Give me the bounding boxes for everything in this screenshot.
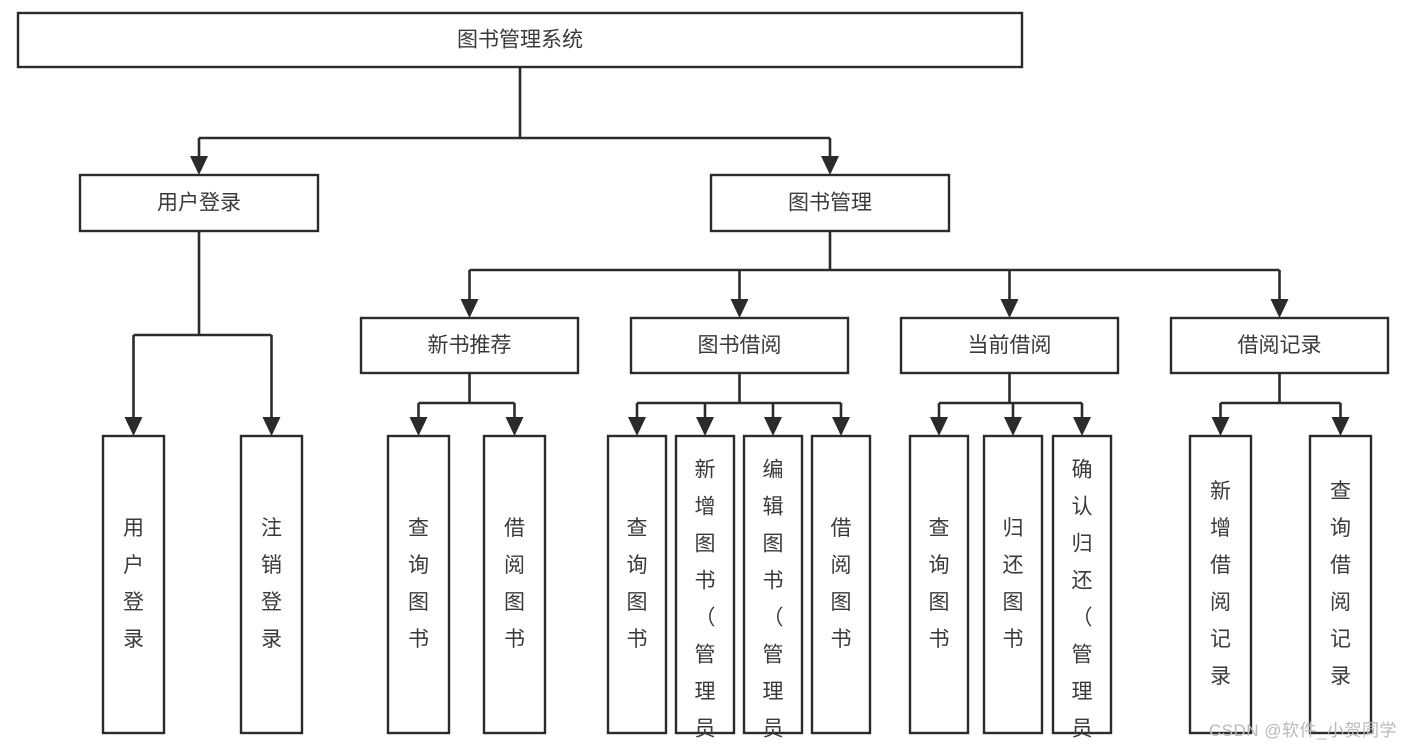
node-box-leaf-borrow-book-1[interactable] bbox=[482, 434, 547, 735]
node-label-borrow-record: 借阅记录 bbox=[1238, 334, 1322, 357]
node-leaf-user-login[interactable]: 用户登录 bbox=[101, 434, 166, 735]
node-label-leaf-borrow-book-1: 借阅图书 bbox=[504, 517, 525, 651]
node-box-new-book-rec[interactable] bbox=[359, 316, 580, 375]
node-book-borrow[interactable]: 图书借阅 bbox=[629, 316, 850, 375]
node-leaf-query-book-3[interactable]: 查询图书 bbox=[908, 434, 970, 735]
node-label-root: 图书管理系统 bbox=[457, 29, 583, 52]
arrow-head-leaf-borrow-book-1 bbox=[505, 417, 524, 436]
node-label-book-manage: 图书管理 bbox=[788, 192, 872, 215]
node-box-leaf-query-book-1[interactable] bbox=[386, 434, 451, 735]
node-label-leaf-user-login: 用户登录 bbox=[123, 517, 144, 651]
node-box-leaf-borrow-book-2[interactable] bbox=[810, 434, 872, 735]
node-leaf-add-record[interactable]: 新增借阅记录 bbox=[1188, 434, 1253, 735]
node-box-root[interactable] bbox=[16, 11, 1024, 69]
node-leaf-borrow-book-2[interactable]: 借阅图书 bbox=[810, 434, 872, 735]
arrow-head-user-login bbox=[190, 156, 208, 175]
arrow-head-leaf-query-book-2 bbox=[628, 417, 646, 436]
node-leaf-borrow-book-1[interactable]: 借阅图书 bbox=[482, 434, 547, 735]
node-label-leaf-confirm-return: 确认归还（管理员） bbox=[1072, 458, 1093, 747]
nodes-layer: 图书管理系统用户登录图书管理新书推荐图书借阅当前借阅借阅记录用户登录注销登录查询… bbox=[16, 11, 1390, 747]
arrow-head-leaf-user-login bbox=[124, 417, 143, 436]
arrow-head-leaf-edit-book bbox=[764, 417, 782, 436]
node-leaf-query-book-2[interactable]: 查询图书 bbox=[606, 434, 668, 735]
connector-group-bookmanage-to-level2 bbox=[460, 231, 1289, 318]
node-box-leaf-edit-book[interactable] bbox=[742, 434, 804, 735]
connector-group-user-login-to-leaves bbox=[124, 231, 281, 436]
node-leaf-return-book[interactable]: 归还图书 bbox=[982, 434, 1044, 735]
arrow-head-leaf-add-record bbox=[1211, 417, 1230, 436]
node-box-leaf-user-login[interactable] bbox=[101, 434, 166, 735]
node-box-leaf-query-record[interactable] bbox=[1308, 434, 1373, 735]
node-label-current-borrow: 当前借阅 bbox=[968, 334, 1052, 357]
arrow-head-book-manage bbox=[821, 156, 839, 175]
arrow-head-leaf-borrow-book-2 bbox=[832, 417, 850, 436]
node-box-user-login[interactable] bbox=[78, 173, 320, 233]
arrow-head-leaf-query-record bbox=[1331, 417, 1350, 436]
node-box-leaf-query-book-2[interactable] bbox=[606, 434, 668, 735]
node-label-leaf-edit-book: 编辑图书（管理员） bbox=[763, 458, 784, 747]
node-label-new-book-rec: 新书推荐 bbox=[428, 334, 512, 357]
arrow-head-leaf-return-book bbox=[1004, 417, 1022, 436]
arrow-head-leaf-logout bbox=[262, 417, 281, 436]
node-borrow-record[interactable]: 借阅记录 bbox=[1169, 316, 1390, 375]
connector-group-newbook-to-leaves bbox=[409, 373, 524, 436]
node-label-book-borrow: 图书借阅 bbox=[698, 334, 782, 357]
node-label-leaf-query-book-3: 查询图书 bbox=[929, 517, 950, 651]
node-box-leaf-add-book[interactable] bbox=[674, 434, 736, 735]
node-label-leaf-return-book: 归还图书 bbox=[1003, 517, 1024, 651]
connectors-layer bbox=[124, 67, 1350, 436]
arrow-head-book-borrow bbox=[730, 299, 749, 318]
node-leaf-query-record[interactable]: 查询借阅记录 bbox=[1308, 434, 1373, 735]
arrow-head-leaf-add-book bbox=[696, 417, 714, 436]
node-leaf-add-book[interactable]: 新增图书（管理员） bbox=[674, 434, 736, 747]
node-box-borrow-record[interactable] bbox=[1169, 316, 1390, 375]
arrow-head-leaf-query-book-3 bbox=[930, 417, 948, 436]
node-new-book-rec[interactable]: 新书推荐 bbox=[359, 316, 580, 375]
connector-group-currentborrow-to-leaves bbox=[930, 373, 1091, 436]
node-box-current-borrow[interactable] bbox=[899, 316, 1120, 375]
node-label-leaf-query-record: 查询借阅记录 bbox=[1330, 480, 1351, 688]
arrow-head-borrow-record bbox=[1270, 299, 1289, 318]
node-box-book-manage[interactable] bbox=[709, 173, 951, 233]
node-box-leaf-return-book[interactable] bbox=[982, 434, 1044, 735]
node-root[interactable]: 图书管理系统 bbox=[16, 11, 1024, 69]
node-box-leaf-logout[interactable] bbox=[239, 434, 304, 735]
node-current-borrow[interactable]: 当前借阅 bbox=[899, 316, 1120, 375]
node-box-leaf-add-record[interactable] bbox=[1188, 434, 1253, 735]
node-label-leaf-query-book-1: 查询图书 bbox=[408, 517, 429, 651]
arrow-head-current-borrow bbox=[1000, 299, 1019, 318]
connector-group-root-to-level1 bbox=[190, 67, 839, 175]
arrow-head-leaf-confirm-return bbox=[1073, 417, 1091, 436]
node-label-leaf-borrow-book-2: 借阅图书 bbox=[831, 517, 852, 651]
node-leaf-logout[interactable]: 注销登录 bbox=[239, 434, 304, 735]
node-label-leaf-add-book: 新增图书（管理员） bbox=[695, 458, 716, 747]
node-label-leaf-add-record: 新增借阅记录 bbox=[1210, 480, 1231, 688]
node-user-login[interactable]: 用户登录 bbox=[78, 173, 320, 233]
arrow-head-new-book-rec bbox=[460, 299, 479, 318]
node-book-manage[interactable]: 图书管理 bbox=[709, 173, 951, 233]
node-leaf-confirm-return[interactable]: 确认归还（管理员） bbox=[1051, 434, 1113, 747]
node-box-leaf-confirm-return[interactable] bbox=[1051, 434, 1113, 735]
connector-group-borrowrecord-to-leaves bbox=[1211, 373, 1350, 436]
arrow-head-leaf-query-book-1 bbox=[409, 417, 428, 436]
node-label-leaf-logout: 注销登录 bbox=[261, 517, 282, 651]
node-leaf-edit-book[interactable]: 编辑图书（管理员） bbox=[742, 434, 804, 747]
node-box-leaf-query-book-3[interactable] bbox=[908, 434, 970, 735]
node-label-user-login: 用户登录 bbox=[157, 192, 241, 215]
connector-group-bookborrow-to-leaves bbox=[628, 373, 850, 436]
node-box-book-borrow[interactable] bbox=[629, 316, 850, 375]
node-label-leaf-query-book-2: 查询图书 bbox=[627, 517, 648, 651]
node-leaf-query-book-1[interactable]: 查询图书 bbox=[386, 434, 451, 735]
